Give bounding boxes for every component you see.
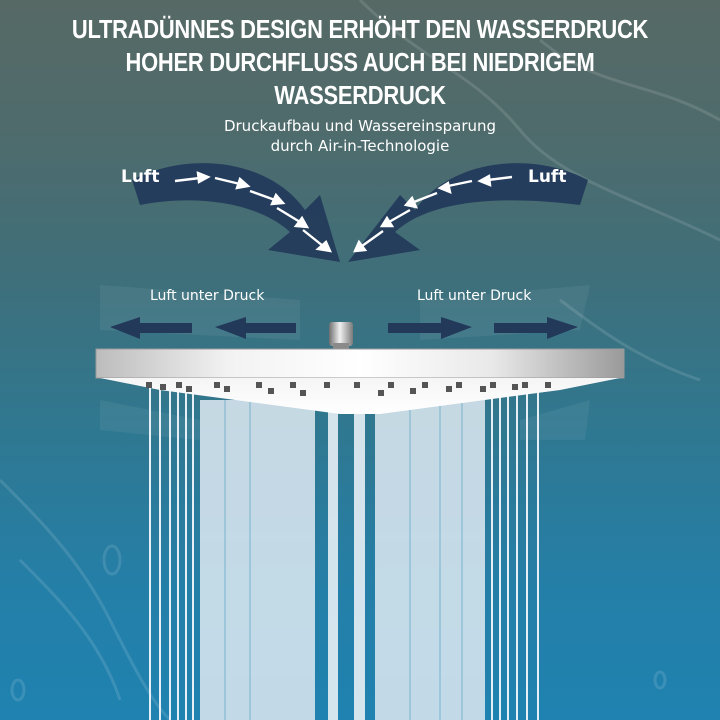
subtitle-line-2: durch Air-in-Technologie bbox=[270, 137, 450, 155]
rain-shower-head bbox=[95, 322, 625, 414]
outward-arrows-icon bbox=[110, 317, 578, 339]
headline-line-1: ULTRADÜNNES DESIGN ERHÖHT DEN WASSERDRUC… bbox=[71, 16, 649, 44]
air-label-right: Luft bbox=[528, 167, 567, 187]
water-streams bbox=[149, 385, 539, 720]
curved-arrow-left-icon bbox=[132, 163, 340, 262]
airflow-arrows-icon bbox=[174, 171, 513, 253]
subtitle-line-1: Druckaufbau und Wassereinsparung bbox=[223, 117, 497, 135]
pressurized-air-label-left: Luft unter Druck bbox=[150, 288, 265, 304]
headline-line-2: HOHER DURCHFLUSS AUCH BEI NIEDRIGEM WASS… bbox=[125, 49, 595, 110]
technology-subtitle: Druckaufbau und Wassereinsparung durch A… bbox=[0, 116, 720, 156]
pressurized-air-label-right: Luft unter Druck bbox=[417, 288, 532, 304]
curved-arrow-right-icon bbox=[348, 163, 588, 262]
headline: ULTRADÜNNES DESIGN ERHÖHT DEN WASSERDRUC… bbox=[50, 14, 669, 113]
air-label-left: Luft bbox=[121, 167, 160, 187]
